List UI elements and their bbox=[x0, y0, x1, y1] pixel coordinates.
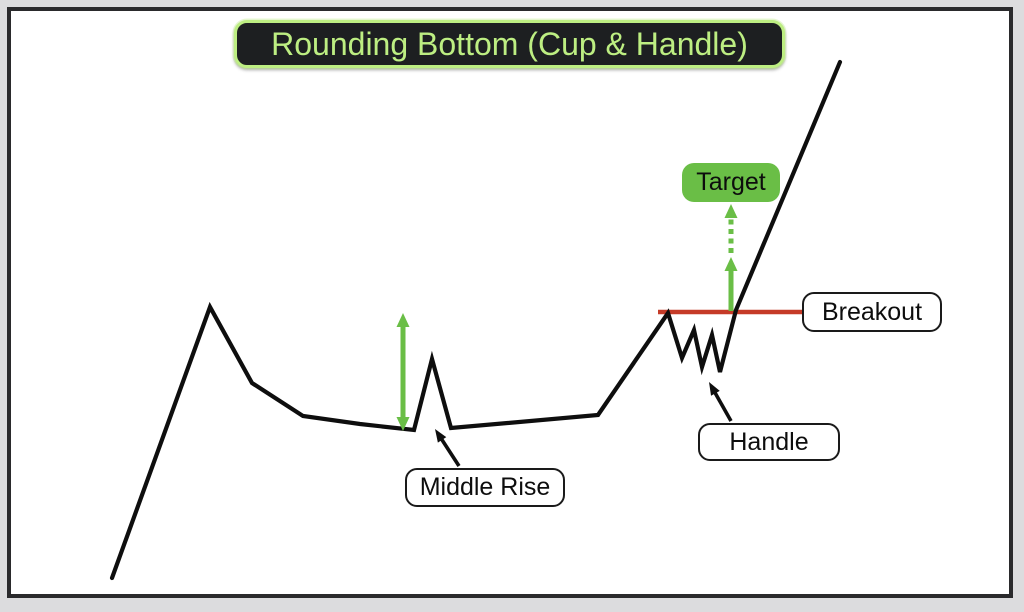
title-text: Rounding Bottom (Cup & Handle) bbox=[271, 25, 748, 62]
handle-label-text: Handle bbox=[729, 427, 809, 456]
middle-rise-label-text: Middle Rise bbox=[419, 473, 551, 501]
title-badge: Rounding Bottom (Cup & Handle) bbox=[234, 20, 785, 68]
breakout-label: Breakout bbox=[802, 292, 942, 332]
handle-label: Handle bbox=[698, 423, 840, 461]
target-label: Target bbox=[682, 163, 780, 202]
target-label-text: Target bbox=[696, 168, 766, 196]
breakout-label-text: Breakout bbox=[821, 297, 923, 326]
middle-rise-label: Middle Rise bbox=[405, 468, 565, 507]
